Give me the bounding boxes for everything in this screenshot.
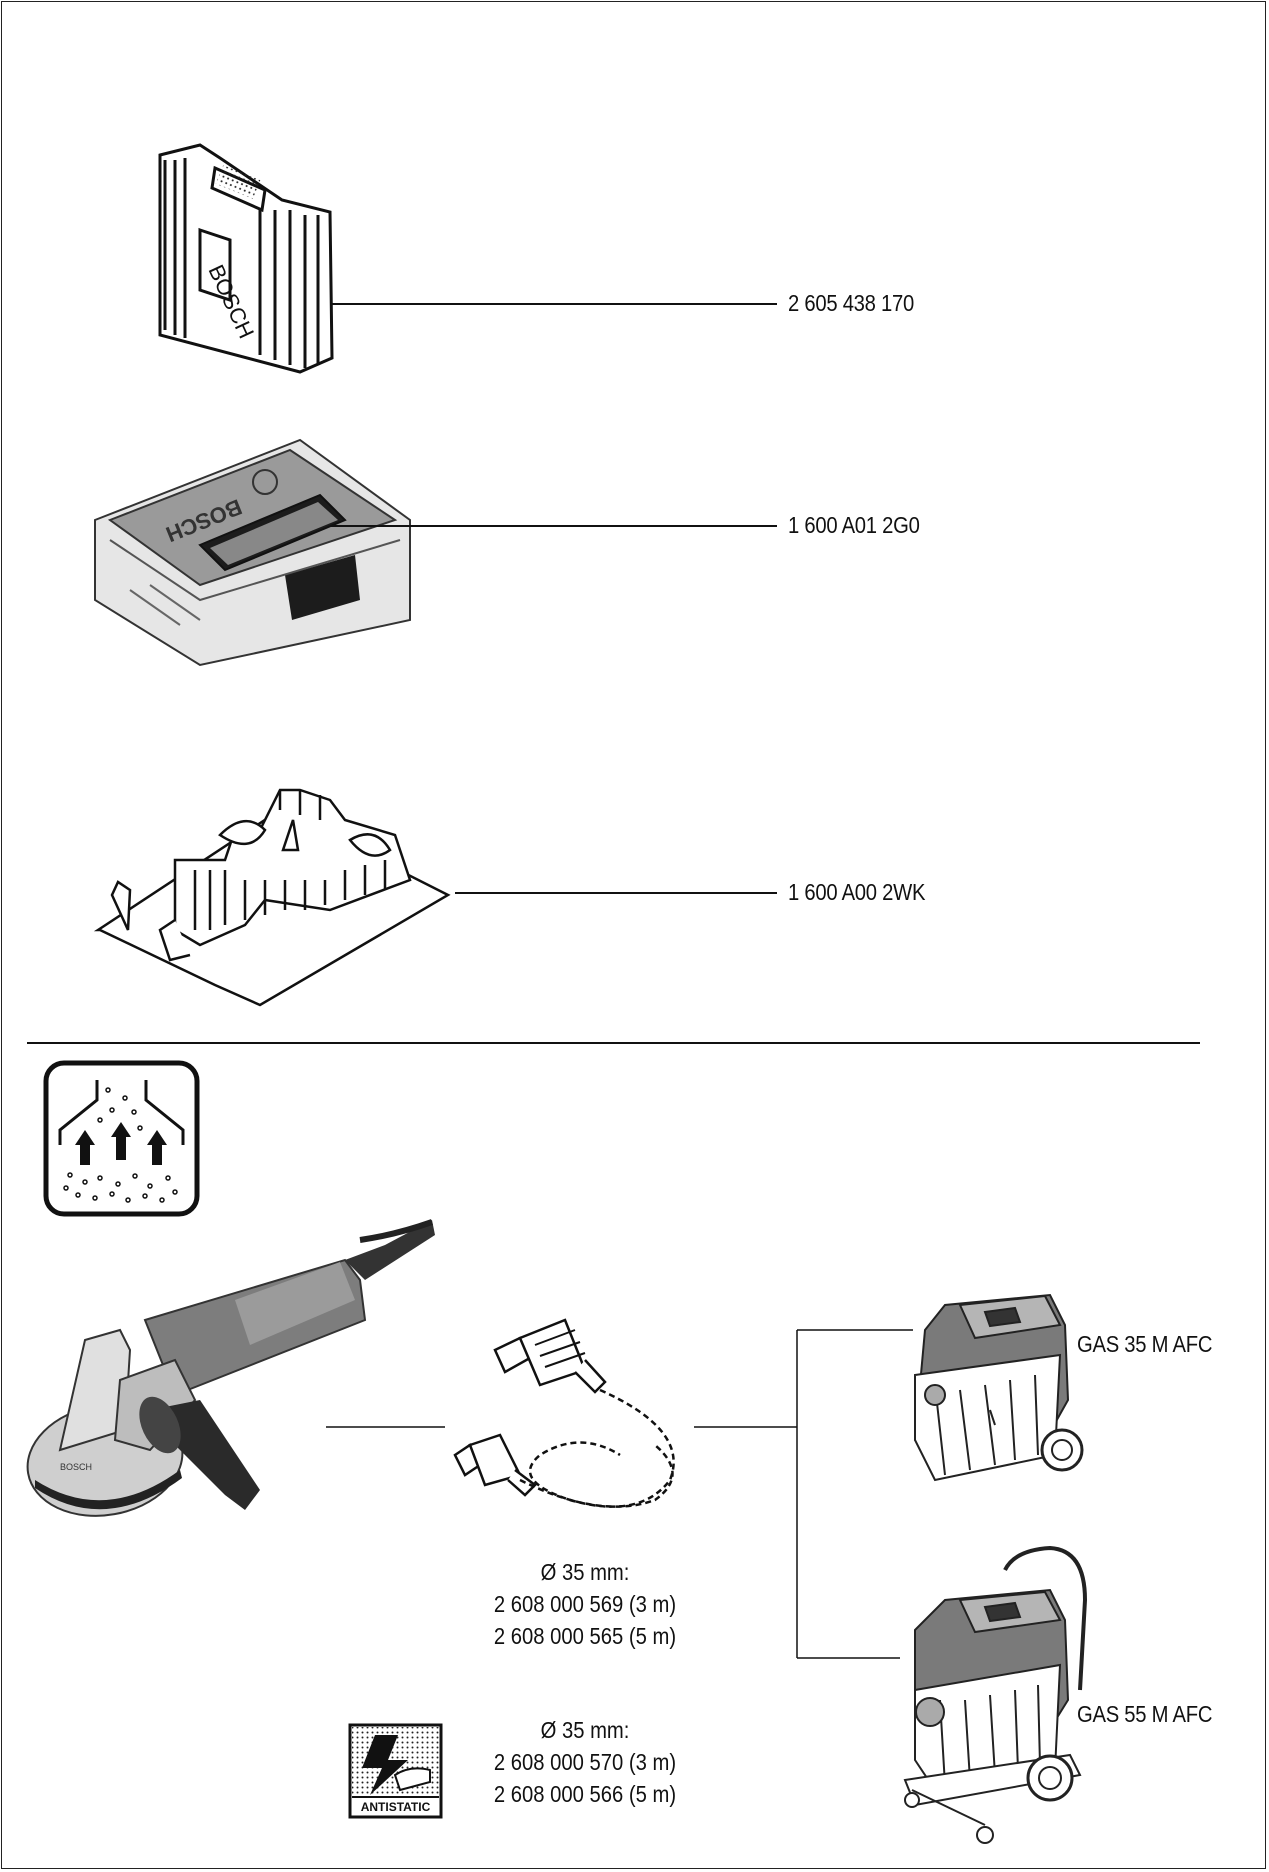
vacuum-model-gas55: GAS 55 M AFC: [1077, 1701, 1213, 1727]
carrying-case-illustration: BOSCH: [158, 143, 334, 374]
hose-antistatic-diameter: Ø 35 mm:: [540, 1717, 630, 1743]
part-number-carrying-case: 2 605 438 170: [788, 290, 915, 316]
vacuum-gas35-illustration: [913, 1293, 1084, 1482]
hose-standard-part-3m: 2 608 000 569 (3 m): [493, 1591, 677, 1617]
svg-text:BOSCH: BOSCH: [60, 1462, 92, 1472]
hose-antistatic-part-5m: 2 608 000 566 (5 m): [493, 1781, 677, 1807]
l-boxx-illustration: BOSCH: [94, 438, 411, 667]
part-number-l-boxx: 1 600 A01 2G0: [788, 512, 920, 538]
antistatic-label: ANTISTATIC: [360, 1800, 431, 1814]
case-insert-illustration: [93, 788, 451, 1007]
hose-standard-part-5m: 2 608 000 565 (5 m): [493, 1623, 677, 1649]
hose-antistatic-parts: Ø 35 mm: 2 608 000 570 (3 m) 2 608 000 5…: [440, 1714, 730, 1810]
dust-extraction-icon: [43, 1060, 200, 1217]
part-number-case-insert: 1 600 A00 2WK: [788, 879, 926, 905]
vacuum-bracket-lines: [796, 1329, 913, 1659]
angle-grinder-illustration: BOSCH: [26, 1219, 435, 1517]
vacuum-gas55-illustration: [903, 1545, 1088, 1844]
hose-illustration: [453, 1318, 675, 1508]
hose-standard-parts: Ø 35 mm: 2 608 000 569 (3 m) 2 608 000 5…: [440, 1556, 730, 1652]
antistatic-icon: [348, 1723, 443, 1819]
hose-antistatic-part-3m: 2 608 000 570 (3 m): [493, 1749, 677, 1775]
vacuum-model-gas35: GAS 35 M AFC: [1077, 1331, 1213, 1357]
hose-standard-diameter: Ø 35 mm:: [540, 1559, 630, 1585]
